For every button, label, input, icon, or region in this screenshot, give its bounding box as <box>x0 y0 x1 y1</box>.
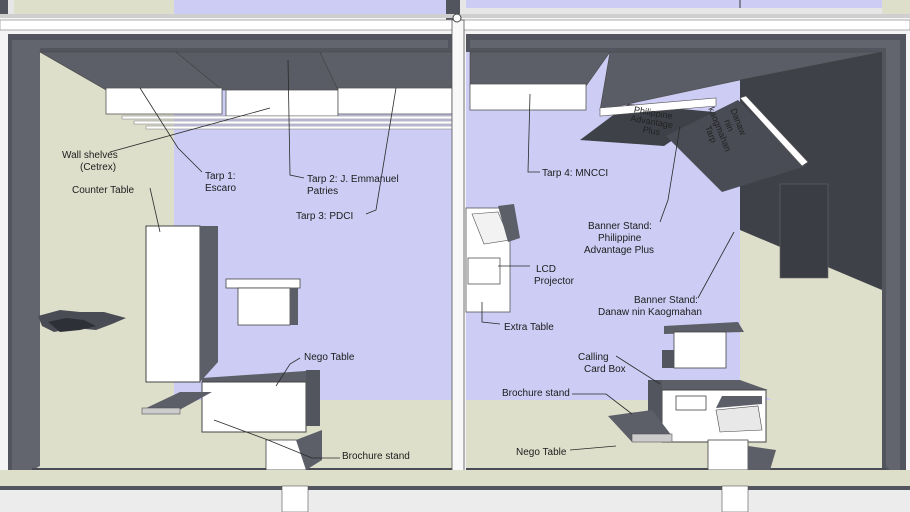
banner-dnk-line-2: nin <box>722 118 736 133</box>
label-counter-table: Counter Table <box>72 185 135 196</box>
label-wall-shelves: Wall shelves (Cetrex) <box>62 150 121 173</box>
laptop <box>715 405 763 433</box>
tarp-3-panel <box>319 51 453 91</box>
counter-table <box>145 225 218 383</box>
label-banner-stand-dnk: Banner Stand: Danaw nin Kaogmahan <box>598 295 702 318</box>
front-edge <box>0 470 910 512</box>
label-tarp-4: Tarp 4: MNCCI <box>542 168 608 179</box>
calling-card-stand <box>662 322 744 369</box>
wall-shelves <box>105 87 453 130</box>
annotations: Wall shelves (Cetrex) Counter Table Tarp… <box>62 150 702 462</box>
left-carpet-front <box>36 400 452 470</box>
brochure-stand-right <box>608 410 673 443</box>
label-extra-table: Extra Table <box>504 322 554 333</box>
banner-pap-line-3: Plus <box>642 124 661 137</box>
brochure-stand-left <box>141 392 212 415</box>
banner-stand-dnk: Danaw nin kaogmahan Tarp <box>666 95 809 192</box>
label-tarp-3: Tarp 3: PDCI <box>296 211 353 222</box>
right-booth: Philippine Advantage Plus Danaw nin kaog… <box>465 34 906 488</box>
nego-table-left <box>201 370 320 433</box>
label-lcd-projector: LCD Projector <box>534 264 575 287</box>
banner-stand-pap: Philippine Advantage Plus <box>580 97 717 146</box>
label-calling-card-box: Calling Card Box <box>578 352 626 375</box>
label-tarp-2: Tarp 2: J. Emmanuel Patries <box>307 174 402 197</box>
label-nego-table-right: Nego Table <box>516 447 567 458</box>
right-chair <box>707 439 776 471</box>
label-nego-table-left: Nego Table <box>304 352 355 363</box>
leader-lines <box>109 59 735 459</box>
label-brochure-stand-right: Brochure stand <box>502 388 570 399</box>
center-divider <box>451 19 465 491</box>
nego-table-right <box>648 380 768 443</box>
extra-table <box>465 204 520 313</box>
tarp-4-panel <box>469 51 611 87</box>
left-booth <box>8 34 453 488</box>
label-banner-stand-pap: Banner Stand: Philippine Advantage Plus <box>584 221 655 256</box>
left-small-stand <box>225 278 301 326</box>
person-figure <box>38 310 126 332</box>
left-carpet-side <box>36 52 174 470</box>
right-shelf <box>469 83 587 111</box>
label-brochure-stand-left: Brochure stand <box>342 451 410 462</box>
right-side-wall-panel <box>740 52 882 290</box>
lcd-projector <box>467 257 501 285</box>
label-tarp-1: Tarp 1: Escaro <box>205 171 238 194</box>
